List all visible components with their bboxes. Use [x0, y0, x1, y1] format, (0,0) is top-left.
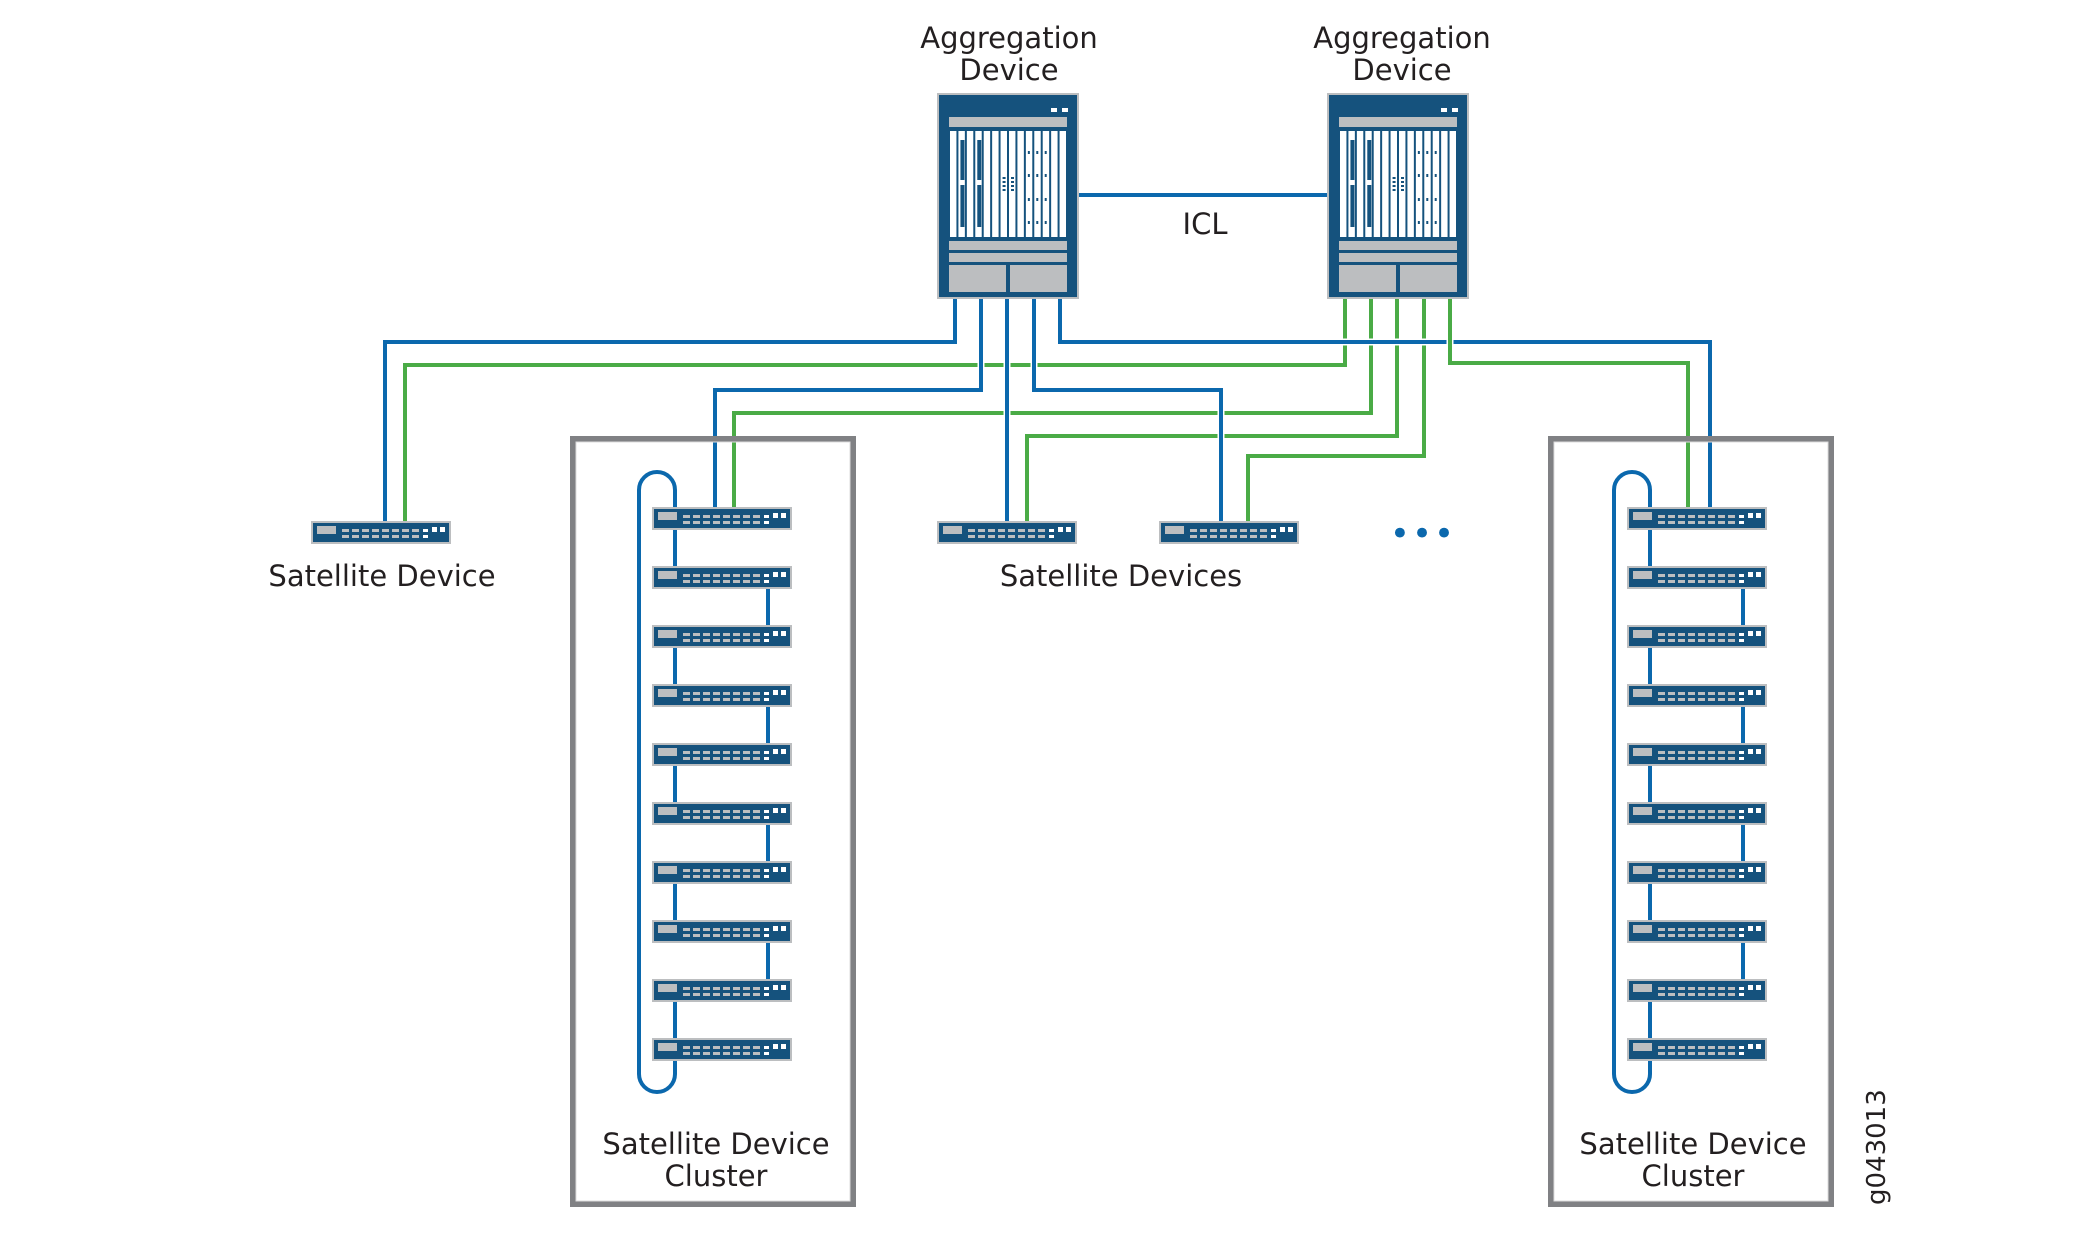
cluster1-member-4-icon: [652, 684, 792, 707]
cluster1-member-2-icon: [652, 566, 792, 589]
cluster1-member-10-icon: [652, 1038, 792, 1061]
cluster2-member-1-icon: [1627, 507, 1767, 530]
agg2-label-line1: Aggregation: [1313, 21, 1491, 55]
cluster2-member-6-icon: [1627, 802, 1767, 825]
standalone-satellite-label: Satellite Device: [268, 559, 495, 593]
satellite-device-mid-1-icon: [937, 521, 1077, 544]
cluster2-label-line1: Satellite Device: [1579, 1127, 1806, 1161]
cluster1-member-8-icon: [652, 920, 792, 943]
link-agg1-cluster2: [1056, 298, 1714, 507]
icl-label: ICL: [1183, 207, 1228, 241]
cluster2-label-line2: Cluster: [1642, 1159, 1745, 1193]
cluster1-member-6-icon: [652, 802, 792, 825]
cluster1-ring-link: [635, 468, 770, 1096]
links-layer: [381, 191, 1745, 1096]
cluster1-label-line2: Cluster: [665, 1159, 768, 1193]
aggregation-device-2-icon: [1327, 93, 1469, 299]
agg2-label-line2: Device: [1352, 53, 1451, 87]
satellite-devices-label: Satellite Devices: [1000, 559, 1242, 593]
devices-layer: [311, 93, 1767, 1061]
ellipsis-more-devices: •••: [1390, 514, 1456, 554]
satellite-device-mid-2-icon: [1159, 521, 1299, 544]
cluster1-label-line1: Satellite Device: [602, 1127, 829, 1161]
cluster2-member-8-icon: [1627, 920, 1767, 943]
link-agg2-cluster1: [730, 298, 1375, 507]
cluster1-member-7-icon: [652, 861, 792, 884]
figure-id: g043013: [1862, 1089, 1892, 1205]
agg1-label-line2: Device: [959, 53, 1058, 87]
cluster1-box: [570, 436, 856, 1207]
cluster1-member-3-icon: [652, 625, 792, 648]
cluster2-member-2-icon: [1627, 566, 1767, 589]
cluster2-member-3-icon: [1627, 625, 1767, 648]
cluster2-member-7-icon: [1627, 861, 1767, 884]
satellite-device-left-icon: [311, 521, 451, 544]
link-agg2-satellite-left: [401, 298, 1349, 522]
link-agg1-satellite-mid-2: [1030, 298, 1225, 522]
agg1-label-line1: Aggregation: [920, 21, 1098, 55]
link-agg2-satellite-mid-1: [1023, 298, 1401, 522]
cluster1-member-5-icon: [652, 743, 792, 766]
cluster-boxes-layer: [570, 436, 1834, 1207]
cluster1-member-1-icon: [652, 507, 792, 530]
cluster2-ring-link: [1610, 468, 1745, 1096]
link-agg2-satellite-mid-2: [1244, 298, 1428, 522]
cluster2-member-10-icon: [1627, 1038, 1767, 1061]
cluster2-member-9-icon: [1627, 979, 1767, 1002]
link-agg1-satellite-left: [381, 298, 959, 522]
aggregation-device-1-icon: [937, 93, 1079, 299]
cluster2-member-4-icon: [1627, 684, 1767, 707]
cluster2-box: [1548, 436, 1834, 1207]
link-agg2-cluster2: [1446, 298, 1692, 507]
cluster1-member-9-icon: [652, 979, 792, 1002]
link-agg1-cluster1: [711, 298, 985, 507]
cluster2-member-5-icon: [1627, 743, 1767, 766]
